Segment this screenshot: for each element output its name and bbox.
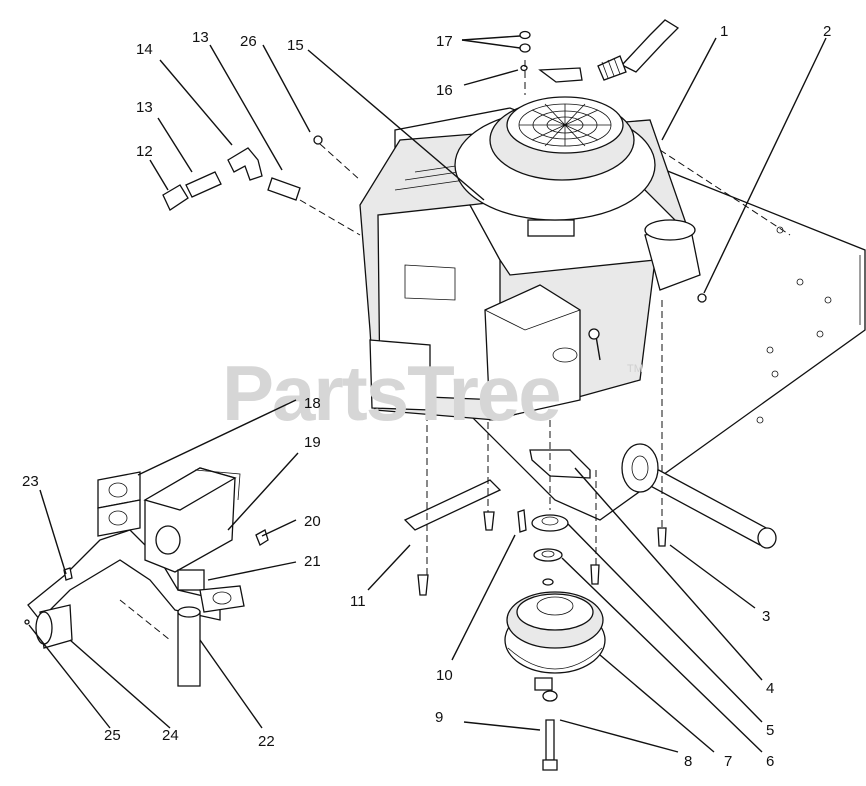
callout-3: 3 (762, 608, 770, 625)
callout-11: 11 (350, 593, 366, 610)
callout-4: 4 (766, 680, 774, 697)
clutch-assembly (403, 449, 667, 771)
nipple-13a (185, 171, 222, 198)
nut-26 (313, 135, 323, 145)
clamp-21 (177, 569, 205, 591)
callout-19: 19 (304, 434, 321, 451)
bolt-5 (590, 564, 600, 585)
air-grille (518, 103, 612, 147)
callout-1: 1 (720, 23, 728, 40)
callout-17: 17 (436, 33, 453, 50)
bolt-8 (545, 719, 555, 761)
watermark: PartsTree (222, 349, 560, 437)
callout-5: 5 (766, 722, 774, 739)
callout-12: 12 (136, 143, 153, 160)
bolt-20 (255, 529, 269, 546)
callout-10: 10 (436, 667, 453, 684)
callout-26: 26 (240, 33, 257, 50)
callout-7: 7 (724, 753, 732, 770)
bracket-4 (529, 449, 591, 479)
bolt-11 (417, 574, 429, 596)
gasket-18b (97, 499, 141, 537)
fuel-hose (538, 19, 680, 83)
callout-13b: 13 (192, 29, 209, 46)
callout-25: 25 (104, 727, 121, 744)
nipple-13b (267, 177, 301, 201)
leader-lines (28, 35, 827, 753)
axle-shaft (621, 443, 777, 549)
callout-24: 24 (162, 727, 179, 744)
fitting-assembly (162, 135, 323, 211)
callout-18: 18 (304, 395, 321, 412)
callout-14: 14 (136, 41, 153, 58)
alignment-lines (119, 60, 791, 641)
callout-2: 2 (823, 23, 831, 40)
plate-11 (403, 479, 502, 531)
callout-15: 15 (287, 37, 304, 54)
callout-22: 22 (258, 733, 275, 750)
callouts: 1 2 3 4 5 6 7 8 9 10 11 12 13 13 14 15 1… (22, 23, 831, 770)
bolt-under (483, 511, 495, 531)
watermark-trademark: TM (627, 363, 643, 375)
bolt-23 (63, 567, 73, 581)
spacer-5 (531, 514, 569, 532)
elbow-14 (227, 147, 263, 181)
flange-plate (199, 585, 245, 613)
callout-13a: 13 (136, 99, 153, 116)
nut-2 (697, 293, 707, 303)
callout-8: 8 (684, 753, 692, 770)
cap-12 (162, 184, 189, 211)
exhaust-assembly (24, 467, 269, 687)
callout-16: 16 (436, 82, 453, 99)
key-10 (517, 509, 527, 533)
engine (359, 96, 701, 421)
callout-6: 6 (766, 753, 774, 770)
callout-20: 20 (304, 513, 321, 530)
bolt-3 (657, 527, 667, 547)
callout-23: 23 (22, 473, 39, 490)
washer-6 (533, 548, 563, 562)
screw-25 (24, 619, 30, 625)
callout-9: 9 (435, 709, 443, 726)
callout-21: 21 (304, 553, 321, 570)
tailpipe-22 (177, 611, 201, 687)
